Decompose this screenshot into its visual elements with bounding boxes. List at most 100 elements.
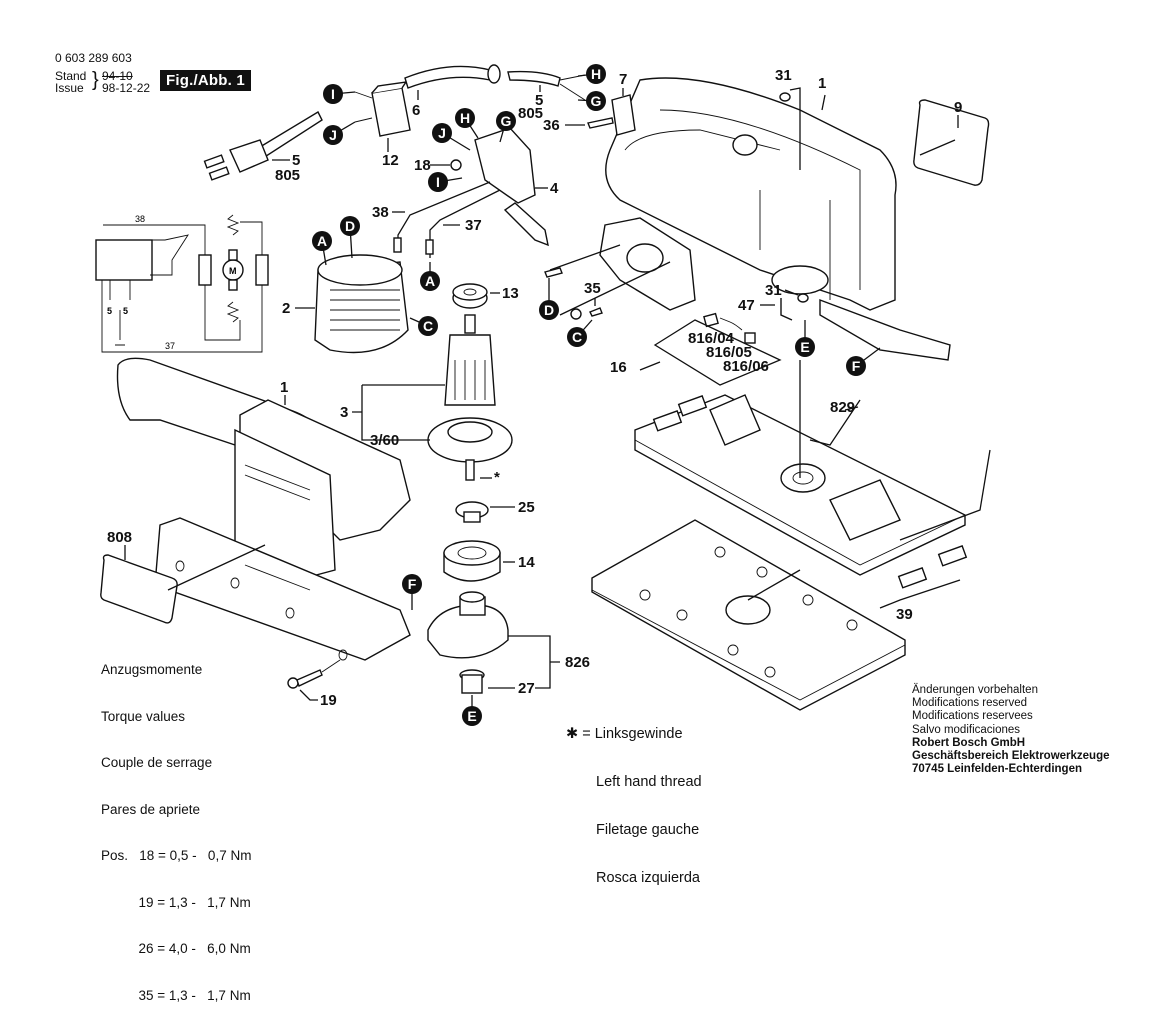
- thread-eq: =: [582, 726, 591, 742]
- callout-F-housing-letter: F: [852, 358, 861, 374]
- callout-E-housing-letter: E: [800, 339, 809, 355]
- callout-G-top-letter: G: [591, 93, 602, 109]
- label-816-06: 816/06: [723, 358, 769, 375]
- torque-title-de: Anzugsmomente: [101, 662, 203, 677]
- company-address: 70745 Leinfelden-Echterdingen: [912, 763, 1082, 776]
- label-39: 39: [896, 606, 913, 623]
- stand-value: 94-10: [102, 69, 133, 83]
- label-19: 19: [320, 692, 337, 709]
- stand-label: Stand: [55, 69, 87, 83]
- label-9: 9: [954, 99, 962, 116]
- torque-row: 35 = 1,3 - 1,7 Nm: [101, 987, 251, 1003]
- callout-I-top: [323, 84, 343, 104]
- callout-D-stator-letter: D: [345, 218, 355, 234]
- armature-part-3: [352, 314, 513, 481]
- label-829: 829: [830, 399, 855, 416]
- label-808: 808: [107, 529, 132, 546]
- callout-D-brush-letter: D: [544, 302, 554, 318]
- torque-title-es: Pares de apriete: [101, 801, 201, 817]
- label-13: 13: [502, 285, 519, 302]
- footer-line-fr: Modifications reservees: [912, 710, 1033, 723]
- wiring-schematic: [95, 214, 269, 353]
- callout-J-top: [323, 125, 343, 145]
- stator-part-2: [295, 254, 409, 354]
- label-18: 18: [414, 157, 431, 174]
- label-16: 16: [610, 359, 627, 376]
- company-name: Robert Bosch GmbH: [912, 736, 1026, 749]
- label-47: 47: [738, 297, 755, 314]
- schematic-term-right: 5: [123, 306, 128, 316]
- label-14: 14: [518, 554, 535, 571]
- torque-row: 19 = 1,3 - 1,7 Nm: [101, 894, 251, 910]
- label-36: 36: [543, 117, 560, 134]
- label-35: 35: [584, 280, 601, 297]
- wires-38-37: [392, 181, 501, 258]
- suppressor-part-12: [354, 81, 411, 152]
- bearing-part-14: [443, 540, 515, 582]
- callout-D-brush: [539, 300, 559, 320]
- bearing-part-13: [452, 283, 500, 309]
- callout-D-stator: [340, 216, 360, 236]
- switch-part-4: [430, 127, 549, 247]
- footer-line-en: Modifications reserved: [912, 697, 1028, 710]
- callout-I-switch-letter: I: [436, 174, 440, 190]
- issue-label: Issue: [55, 81, 84, 95]
- cover-part-7: [565, 88, 636, 136]
- footer-line-es: Salvo modificaciones: [912, 723, 1021, 736]
- callout-J-top-letter: J: [329, 127, 337, 143]
- callout-A-stator: [312, 231, 332, 251]
- clip-part-47: [780, 298, 793, 321]
- part-number: 0 603 289 603: [55, 51, 132, 65]
- label-4: 4: [550, 180, 559, 197]
- footer-line-de: Änderungen vorbehalten: [912, 684, 1038, 696]
- callout-C-stator: [418, 316, 438, 336]
- schematic-term-left: 5: [107, 306, 112, 316]
- brush-set-part-16: [639, 312, 782, 386]
- footer-block: Änderungen vorbehalten Modifications res…: [912, 684, 1110, 776]
- thread-note: ✱ = Linksgewinde Left hand thread Fileta…: [566, 694, 702, 902]
- label-5-hose: 5: [535, 92, 543, 109]
- label-25: 25: [518, 499, 535, 516]
- label-38: 38: [372, 204, 389, 221]
- callout-F-body-letter: F: [408, 576, 417, 592]
- label-826: 826: [565, 654, 590, 671]
- callout-A-stator-letter: A: [317, 233, 327, 249]
- callout-I-switch: [428, 172, 448, 192]
- sanding-pad-part-39: [591, 519, 961, 711]
- schematic-label-37: 37: [165, 341, 175, 351]
- thread-note-en: Left hand thread: [596, 774, 702, 790]
- label-31-top: 31: [775, 67, 792, 84]
- bushing-part-25: [455, 501, 515, 523]
- o-ring-31-bottom: [797, 293, 809, 303]
- issue-value: 98-12-22: [102, 81, 151, 95]
- brace: }: [92, 69, 99, 91]
- label-5-cord: 5: [292, 152, 300, 169]
- label-31-bottom: 31: [765, 282, 782, 299]
- callout-J-switch: [432, 123, 452, 143]
- base-plate-part-829: [634, 360, 991, 589]
- bushing-part-27: [459, 669, 515, 706]
- callout-I-top-letter: I: [331, 86, 335, 102]
- callout-E-bottom: [462, 706, 482, 726]
- torque-title-fr: Couple de serrage: [101, 755, 213, 770]
- schematic-label-38: 38: [135, 214, 145, 224]
- callout-A-wire: [420, 271, 440, 291]
- torque-title-en: Torque values: [101, 708, 186, 724]
- callout-F-housing: [846, 356, 866, 376]
- figure-label: Fig./Abb. 1: [160, 70, 251, 91]
- callout-G-top: [586, 91, 606, 111]
- label-816-04: 816/04: [688, 330, 735, 347]
- torque-values-block: Anzugsmomente Torque values Couple de se…: [101, 631, 251, 1019]
- label-1-top: 1: [818, 75, 826, 92]
- callout-H-top-letter: H: [591, 66, 601, 82]
- eccentric-part-826: [427, 591, 560, 689]
- label-3: 3: [340, 404, 348, 421]
- label-1-body: 1: [280, 379, 288, 396]
- label-7: 7: [619, 71, 627, 88]
- torque-row: Pos. 18 = 0,5 - 0,7 Nm: [101, 848, 252, 863]
- asterisk-icon: ✱: [566, 726, 579, 742]
- label-37: 37: [465, 217, 482, 234]
- callout-A-wire-letter: A: [425, 273, 435, 289]
- housing-part-1-top: [605, 77, 951, 361]
- power-cord: [203, 111, 323, 181]
